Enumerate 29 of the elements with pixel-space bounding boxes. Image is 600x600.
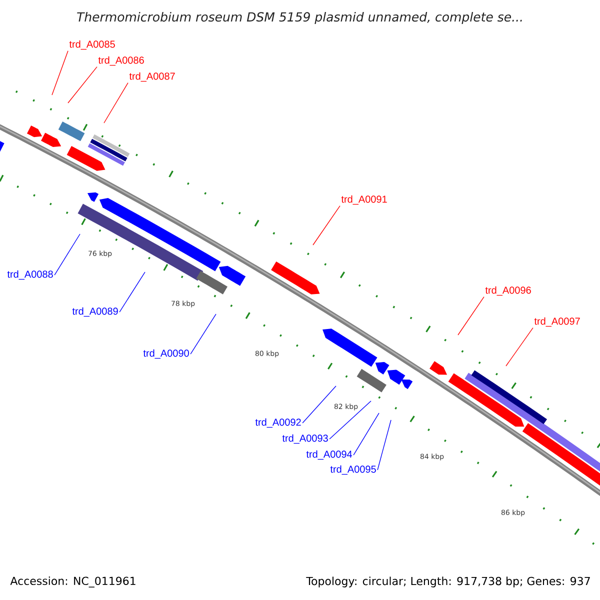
leader-line bbox=[104, 82, 128, 124]
gene-label: trd_A0085 bbox=[69, 40, 115, 50]
leader-line bbox=[377, 420, 392, 470]
title: Thermomicrobium roseum DSM 5159 plasmid unnamed, complete se... bbox=[77, 12, 522, 24]
leader-line bbox=[329, 400, 372, 440]
leader-line bbox=[54, 234, 80, 276]
leader-line bbox=[119, 272, 146, 312]
gene-label: trd_A0090 bbox=[143, 349, 189, 359]
leader-line bbox=[190, 314, 216, 354]
gene-label: trd_A0096 bbox=[485, 286, 531, 296]
gene-label: trd_A0087 bbox=[129, 72, 175, 82]
leader-line bbox=[506, 327, 534, 366]
gene-label: trd_A0089 bbox=[72, 307, 118, 317]
leader-line bbox=[458, 296, 484, 336]
gene-label: trd_A0086 bbox=[98, 56, 144, 66]
gene-label: trd_A0095 bbox=[330, 465, 376, 475]
leader-line bbox=[312, 205, 340, 246]
leader-line bbox=[52, 50, 68, 96]
gene-label: trd_A0094 bbox=[306, 450, 352, 460]
gene-label: trd_A0091 bbox=[341, 195, 387, 205]
leader-line bbox=[353, 412, 380, 456]
gene-label: trd_A0088 bbox=[7, 270, 53, 280]
gene-label: trd_A0097 bbox=[534, 317, 580, 327]
footer-text: Topology: circular; Length: 917,738 bp; Genes: 937 bbox=[306, 576, 590, 588]
footer-text: Accession: NC_011961 bbox=[10, 576, 136, 588]
leader-line bbox=[302, 386, 336, 424]
leader-line bbox=[68, 66, 98, 104]
gene-label: trd_A0092 bbox=[255, 418, 301, 428]
gene-label: trd_A0093 bbox=[282, 434, 328, 444]
